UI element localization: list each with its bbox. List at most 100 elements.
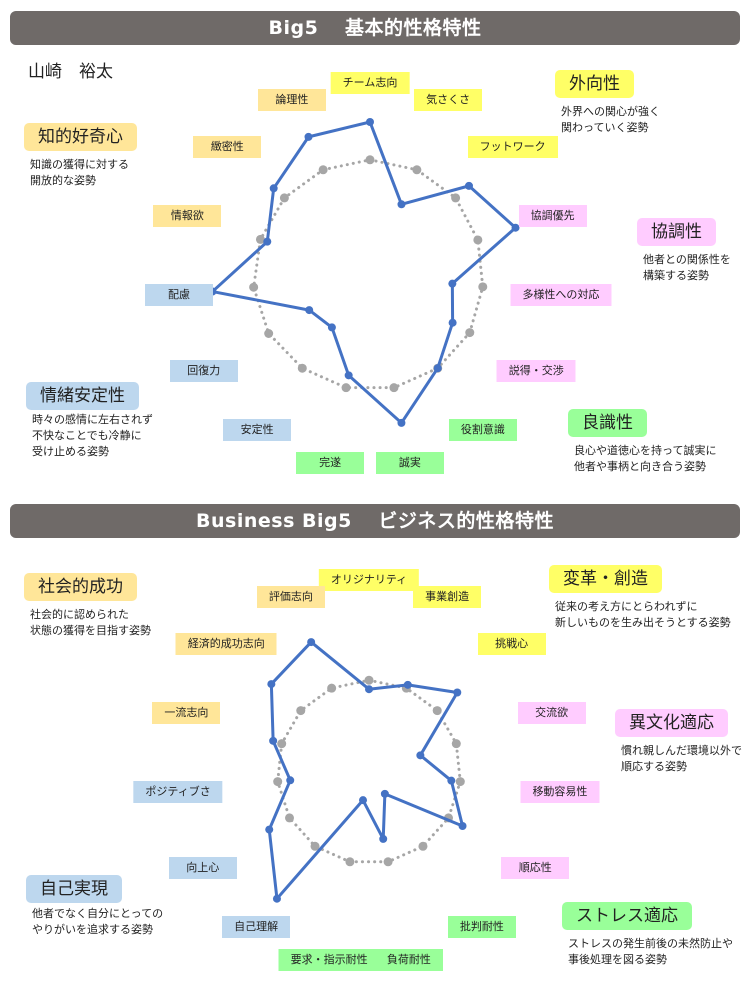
axis-label: フットワーク	[467, 135, 558, 158]
score-data-point	[397, 418, 406, 427]
axis-label: 順応性	[501, 857, 570, 879]
average-data-point	[277, 739, 287, 749]
axis-label: 自己理解	[222, 916, 291, 939]
axis-label: 向上心	[168, 857, 237, 879]
score-data-point	[265, 825, 274, 834]
average-series-line	[276, 678, 462, 864]
average-data-point	[327, 683, 337, 693]
axis-label: ポジティブさ	[133, 781, 223, 804]
axis-label: 役割意識	[448, 419, 517, 442]
axis-label: 安定性	[223, 419, 292, 442]
score-data-point	[433, 364, 442, 373]
axis-label: 論理性	[257, 88, 326, 111]
score-data-point	[359, 796, 368, 805]
axis-label: 協調優先	[518, 204, 587, 227]
axis-label: チーム志向	[330, 72, 410, 94]
category-social-success: 社会的成功 社会的に認められた 状態の獲得を目指す姿勢	[24, 573, 151, 639]
category-extraversion: 外向性 外界への関心が強く 関わっていく姿勢	[555, 70, 660, 136]
score-data-point	[263, 237, 272, 246]
business-big5-title: Business Big5 ビジネス的性格特性	[196, 510, 554, 532]
axis-label: 負荷耐性	[374, 948, 443, 971]
big5-title-bar: Big5 基本的性格特性	[10, 11, 740, 45]
category-desc: 外界への関心が強く 関わっていく姿勢	[561, 105, 660, 134]
average-data-point	[432, 706, 442, 716]
axis-label: 多様性への対応	[510, 284, 612, 307]
category-title: 異文化適応	[615, 709, 728, 737]
score-data-point	[416, 751, 425, 760]
average-data-point	[296, 706, 306, 716]
score-data-point	[269, 184, 278, 193]
average-data-point	[255, 234, 265, 244]
category-desc: 時々の感情に左右されず 不快なことでも冷静に 受け止める姿勢	[32, 413, 153, 458]
category-title: 変革・創造	[549, 565, 662, 593]
big5-title: Big5 基本的性格特性	[268, 17, 482, 39]
axis-label: 一流志向	[152, 701, 221, 724]
axis-label: オリジナリティ	[318, 569, 420, 591]
axis-label: 緻密性	[193, 135, 262, 158]
axis-label: 誠実	[375, 451, 444, 474]
category-title: 外向性	[555, 70, 634, 98]
axis-label: 交流欲	[517, 701, 586, 724]
axis-label: 事業創造	[413, 585, 482, 608]
score-data-point	[448, 279, 457, 288]
average-data-point	[284, 813, 294, 823]
category-desc: 慣れ親しんだ環境以外で 順応する姿勢	[621, 744, 742, 773]
axis-label: 説得・交渉	[496, 360, 576, 382]
category-title: 知的好奇心	[24, 123, 137, 151]
average-data-point	[249, 282, 259, 292]
axis-label: 挑戦心	[477, 632, 546, 655]
category-desc: 他者でなく自分にとっての やりがいを追求する姿勢	[32, 907, 164, 936]
category-conscientiousness: 良識性 良心や道徳心を持って誠実に 他者や事柄と向き合う姿勢	[568, 409, 716, 475]
category-desc: 他者との関係性を 構築する姿勢	[643, 253, 731, 282]
average-data-point	[341, 383, 351, 393]
average-data-point	[273, 777, 283, 787]
category-openness: 知的好奇心 知識の獲得に対する 開放的な姿勢	[24, 123, 137, 189]
category-cross-cultural: 異文化適応 慣れ親しんだ環境以外で 順応する姿勢	[615, 709, 742, 775]
score-data-point	[269, 736, 278, 745]
score-data-point	[344, 371, 353, 380]
average-data-point	[318, 165, 328, 175]
average-data-point	[389, 383, 399, 393]
category-desc: 知識の獲得に対する 開放的な姿勢	[30, 158, 129, 187]
score-series-line	[210, 120, 518, 425]
category-desc: 良心や道徳心を持って誠実に 他者や事柄と向き合う姿勢	[574, 444, 717, 473]
average-data-point	[364, 675, 374, 685]
score-data-point	[365, 685, 373, 694]
category-title: 情緒安定性	[26, 382, 139, 410]
average-data-point	[473, 235, 483, 245]
average-data-point	[478, 282, 488, 292]
score-data-point	[397, 200, 406, 209]
average-data-point	[418, 841, 428, 851]
category-innovation: 変革・創造 従来の考え方にとらわれずに 新しいものを生み出そうとする姿勢	[549, 565, 731, 631]
category-title: 協調性	[637, 218, 716, 246]
category-title: 社会的成功	[24, 573, 137, 601]
average-data-point	[383, 857, 393, 867]
average-data-point	[345, 857, 355, 867]
category-title: 自己実現	[26, 875, 122, 903]
score-data-point	[380, 789, 389, 798]
category-desc: ストレスの発生前後の未然防止や 事後処理を図る姿勢	[568, 937, 733, 966]
category-emotional-stability: 情緒安定性 時々の感情に左右されず 不快なことでも冷静に 受け止める姿勢	[26, 382, 153, 460]
axis-label: 移動容易性	[520, 781, 600, 804]
score-data-point	[305, 306, 314, 315]
score-data-point	[458, 822, 467, 830]
score-data-point	[327, 323, 336, 332]
category-desc: 従来の考え方にとらわれずに 新しいものを生み出そうとする姿勢	[555, 600, 731, 629]
axis-label: 気さくさ	[414, 88, 483, 111]
axis-label: 回復力	[169, 360, 238, 382]
average-data-point	[365, 155, 375, 165]
score-data-point	[267, 680, 276, 689]
score-data-point	[448, 318, 457, 327]
axis-label: 評価志向	[256, 585, 325, 608]
average-data-point	[465, 328, 475, 338]
axis-label: 経済的成功志向	[175, 632, 277, 655]
score-data-point	[307, 638, 316, 647]
average-data-point	[412, 165, 422, 175]
average-data-point	[310, 841, 320, 851]
average-data-point	[279, 193, 289, 203]
person-name: 山崎 裕太	[28, 62, 113, 82]
score-data-point	[453, 688, 462, 697]
score-data-point	[304, 132, 313, 141]
average-series-line	[252, 158, 485, 390]
